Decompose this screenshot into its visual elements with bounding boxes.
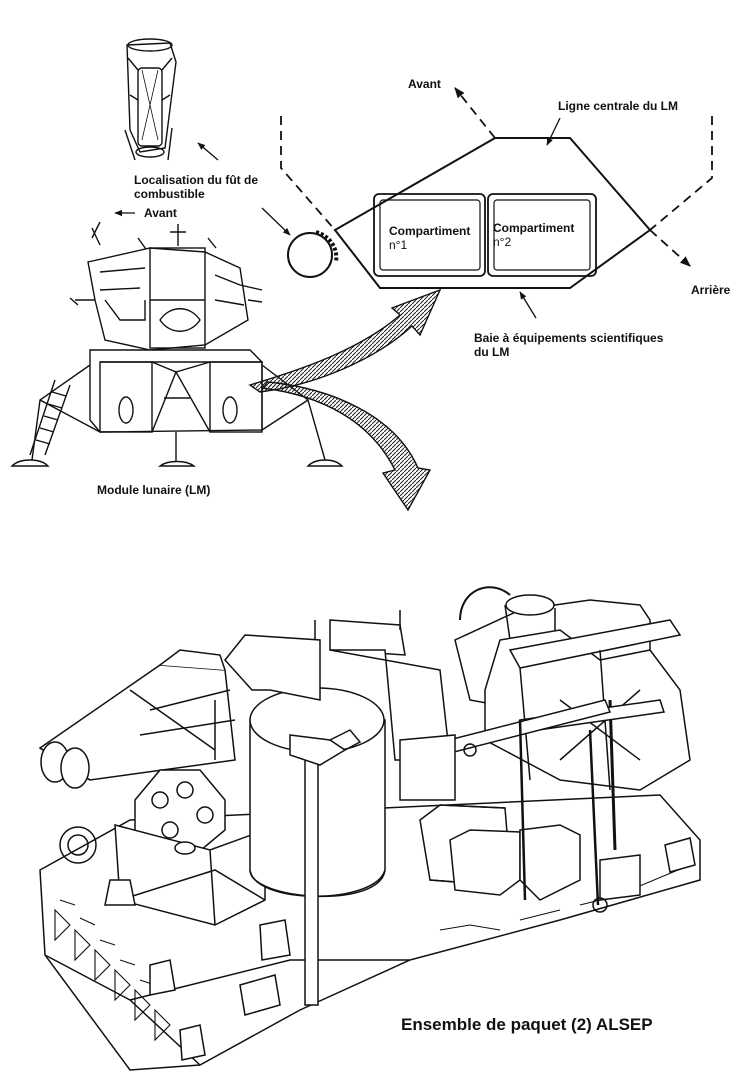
compartment-1-label: Compartiment n°1 [389,224,470,252]
scientific-bay-line1: Baie à équipements scientifiques [474,331,664,345]
curved-arrow-icon [248,288,442,512]
lm-forward-label: Avant [144,206,177,220]
lm-bay-diagram [280,87,713,289]
compartment-2-line1: Compartiment [493,221,575,235]
lm-centerline-label: Ligne centrale du LM [558,99,679,113]
fuel-cask-location-label: Localisation du fût de combustible [134,173,258,201]
scientific-bay-line2: du LM [474,345,510,359]
fuel-cask-location-line1: Localisation du fût de [134,173,259,187]
compartment-2-line2: n°2 [493,235,512,249]
diagram-forward-label: Avant [408,77,441,91]
fuel-cask-icon [124,38,177,161]
compartment-1-line2: n°1 [389,238,408,252]
lunar-module-label: Module lunaire (LM) [97,483,211,497]
alsep-package-icon [38,586,701,1071]
compartment-2-label: Compartiment n°2 [493,221,574,249]
fuel-cask-location-line2: combustible [134,187,205,201]
package-title: Ensemble de paquet (2) ALSEP [401,1015,653,1034]
lunar-module-icon [10,221,344,467]
scientific-bay-label: Baie à équipements scientifiques du LM [474,331,663,359]
compartment-1-line1: Compartiment [389,224,471,238]
aft-label: Arrière [691,283,731,297]
